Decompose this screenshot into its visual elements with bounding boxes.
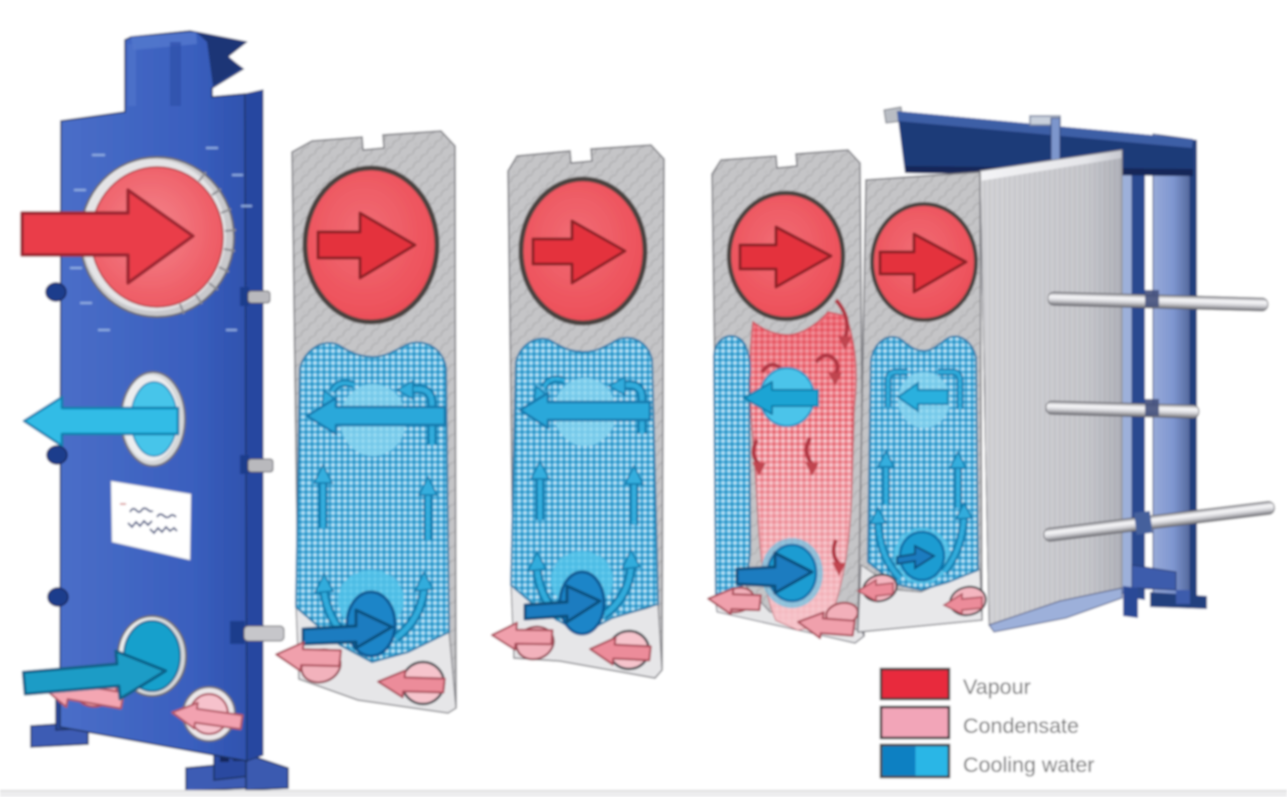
svg-text:Condensate: Condensate xyxy=(963,714,1079,738)
svg-text:Vapour: Vapour xyxy=(963,675,1031,699)
svg-text:Cooling water: Cooling water xyxy=(963,753,1094,777)
